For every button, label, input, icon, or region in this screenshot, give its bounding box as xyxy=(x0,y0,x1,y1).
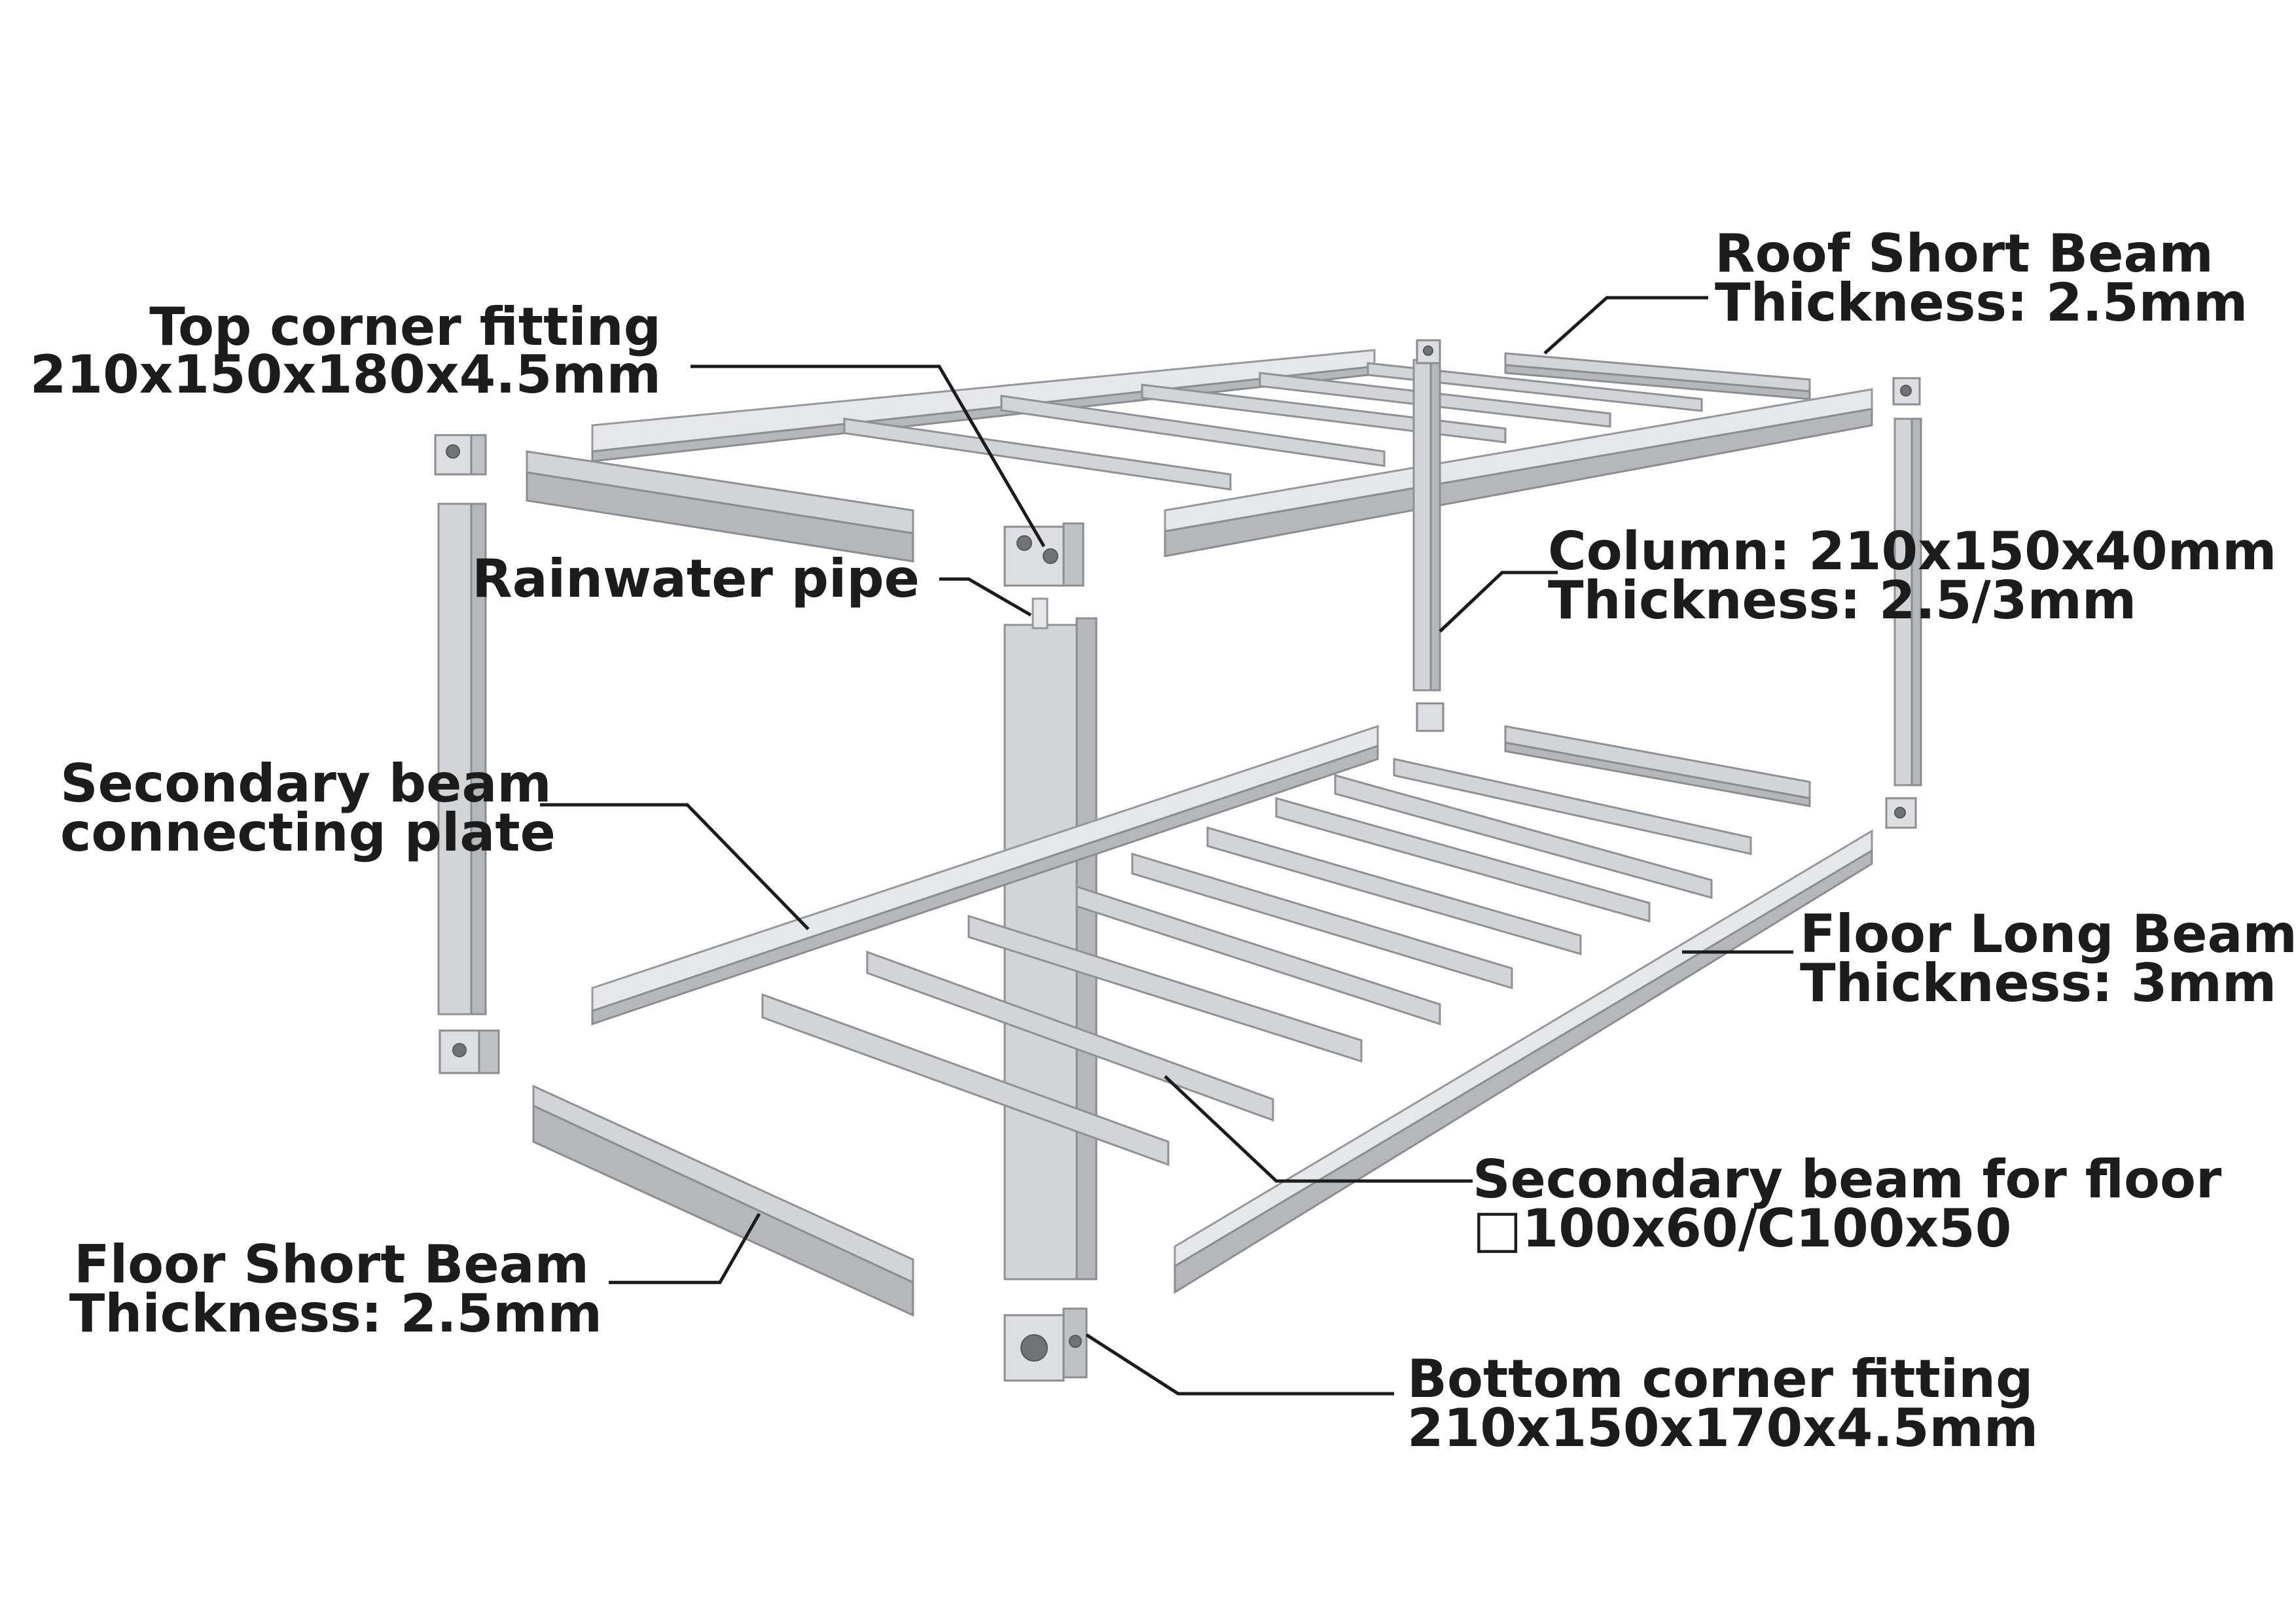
leader-roof-short-beam xyxy=(1543,296,1708,355)
floor-short-beam-front xyxy=(532,1084,914,1284)
floor-long-beam-back xyxy=(591,724,1379,1013)
label-bottom-corner-fitting-line1: Bottom corner fitting xyxy=(1407,1349,2033,1409)
leader-floor-short-beam xyxy=(609,1212,761,1284)
label-floor-short-beam-line1: Floor Short Beam xyxy=(74,1234,589,1295)
roof-secondary-beam xyxy=(843,417,1232,491)
label-roof-short-beam-line2: Thickness: 2.5mm xyxy=(1715,272,2248,333)
label-top-corner-fitting-line2: 210x150x180x4.5mm xyxy=(30,344,661,405)
roof-secondary-beam xyxy=(1000,395,1386,467)
column-back-left xyxy=(437,503,473,1015)
leader-bottom-corner-fitting xyxy=(1085,1333,1394,1396)
floor-secondary-beam xyxy=(1393,758,1752,855)
corner-fittings xyxy=(434,339,1921,1382)
label-rainwater-pipe: Rainwater pipe xyxy=(472,548,920,609)
column-right xyxy=(1893,417,1913,786)
label-secondary-beam-floor-line2: □100x60/C100x50 xyxy=(1473,1198,2011,1259)
top-corner-fitting-front xyxy=(1003,522,1085,587)
leader-column xyxy=(1439,571,1558,633)
label-floor-long-beam-line1: Floor Long Beam xyxy=(1800,904,2296,964)
floor-secondary-beam xyxy=(1131,852,1513,990)
label-bottom-corner-fitting-line2: 210x150x170x4.5mm xyxy=(1407,1398,2038,1458)
bottom-corner-fitting-front xyxy=(1003,1307,1088,1382)
floor-secondary-beam xyxy=(866,950,1274,1122)
leader-lines xyxy=(540,296,1793,1396)
floor-secondary-beam xyxy=(1206,826,1582,955)
bottom-corner-fitting-left xyxy=(439,1029,500,1074)
floor-secondary-beam xyxy=(1275,797,1651,923)
label-column-line2: Thickness: 2.5/3mm xyxy=(1548,570,2136,631)
top-corner-fitting-left xyxy=(434,434,487,476)
label-secondary-beam-floor-line1: Secondary beam for floor xyxy=(1473,1149,2222,1210)
label-top-corner-fitting-line1: Top corner fitting xyxy=(149,296,661,357)
labels: Roof Short Beam Thickness: 2.5mm Top cor… xyxy=(30,223,2296,1458)
label-column-line1: Column: 210x150x40mm xyxy=(1548,521,2276,582)
label-secondary-beam-plate-line1: Secondary beam xyxy=(60,753,552,814)
leader-secondary-beam-plate xyxy=(540,803,810,930)
leader-secondary-beam-floor xyxy=(1164,1075,1473,1183)
top-corner-fitting-back xyxy=(1416,339,1441,364)
bottom-corner-fitting-right xyxy=(1885,797,1917,829)
label-roof-short-beam-line1: Roof Short Beam xyxy=(1715,223,2214,284)
label-secondary-beam-plate-line2: connecting plate xyxy=(60,802,556,863)
rainwater-pipe xyxy=(1031,597,1049,629)
top-corner-fitting-right xyxy=(1892,377,1921,406)
floor-secondary-beam xyxy=(967,914,1363,1063)
leader-top-corner-fitting xyxy=(691,364,1046,548)
label-floor-long-beam-line2: Thickness: 3mm xyxy=(1800,953,2276,1014)
floor-secondary-beam xyxy=(761,993,1170,1167)
floor-secondary-beam xyxy=(1334,774,1713,899)
floor-secondary-beam xyxy=(1075,885,1441,1026)
roof-secondary-beam xyxy=(1367,362,1703,412)
column-back-middle xyxy=(1412,359,1432,692)
floor-short-beam-back xyxy=(1504,725,1811,800)
label-floor-short-beam-line2: Thickness: 2.5mm xyxy=(69,1283,602,1344)
bottom-corner-fitting-back xyxy=(1416,702,1444,732)
leader-rainwater-pipe xyxy=(939,577,1032,617)
